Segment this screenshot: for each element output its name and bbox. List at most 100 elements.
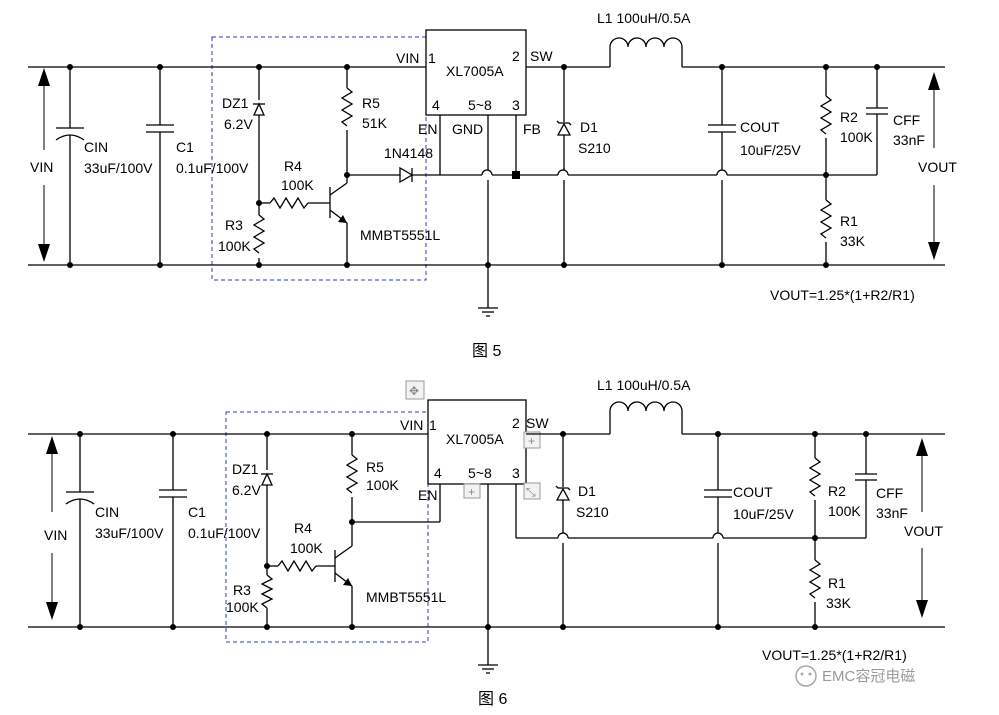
r1-name: R1 xyxy=(840,213,858,229)
cout-value: 10uF/25V xyxy=(733,506,794,522)
ic-vin-label: VIN xyxy=(396,50,419,66)
vout-arrow-down-icon xyxy=(928,242,940,260)
inductor-l1 xyxy=(609,401,683,412)
r2-name: R2 xyxy=(828,483,846,499)
ic-name: XL7005A xyxy=(446,63,504,79)
ic-pin4: 4 xyxy=(432,97,440,113)
resistor-r1 xyxy=(808,559,822,599)
cin-name: CIN xyxy=(84,139,108,155)
r4-value: 100K xyxy=(290,540,323,556)
d1-name: D1 xyxy=(580,119,598,135)
vin-arrow-up-icon xyxy=(38,68,50,86)
cin-value: 33uF/100V xyxy=(84,160,153,176)
r1-value: 33K xyxy=(840,233,866,249)
vin-label: VIN xyxy=(30,159,53,175)
r1-value: 33K xyxy=(826,595,852,611)
r3-name: R3 xyxy=(225,217,243,233)
cff-name: CFF xyxy=(876,485,903,501)
resistor-r3 xyxy=(252,214,266,254)
c1-name: C1 xyxy=(188,504,206,520)
resize-handle-icon[interactable] xyxy=(523,482,541,500)
ic-vin-label: VIN xyxy=(400,417,423,433)
r3-value: 100K xyxy=(226,599,259,615)
resistor-r5 xyxy=(340,87,354,127)
cin-value: 33uF/100V xyxy=(95,525,164,541)
vout-arrow-down-icon xyxy=(916,600,928,618)
figure-6: XL7005A VIN 1 2 SW 4 5~8 3 EN ✥ + + ⤡ L1… xyxy=(28,377,945,708)
inductor-l1-label: L1 100uH/0.5A xyxy=(597,10,691,26)
d1-value: S210 xyxy=(578,140,611,156)
svg-text:+: + xyxy=(528,434,535,448)
r5-name: R5 xyxy=(362,95,380,111)
svg-text:✥: ✥ xyxy=(409,384,419,398)
add-handle-icon[interactable] xyxy=(523,431,541,449)
ic-name: XL7005A xyxy=(446,431,504,447)
c1-name: C1 xyxy=(176,139,194,155)
r3-name: R3 xyxy=(233,582,251,598)
figure-6-caption: 图 6 xyxy=(478,691,507,708)
vout-arrow-up-icon xyxy=(928,72,940,90)
ic-pin3: 3 xyxy=(512,465,520,481)
dz1-name: DZ1 xyxy=(232,461,259,477)
r4-name: R4 xyxy=(294,520,312,536)
r2-value: 100K xyxy=(828,503,861,519)
c1-value: 0.1uF/100V xyxy=(188,525,261,541)
vout-label: VOUT xyxy=(918,159,957,175)
ic-pin3: 3 xyxy=(512,97,520,113)
ic-xl7005a xyxy=(425,29,527,116)
ic-pin58: 5~8 xyxy=(468,465,492,481)
r1-name: R1 xyxy=(828,575,846,591)
dz1-value: 6.2V xyxy=(232,482,261,498)
vout-formula: VOUT=1.25*(1+R2/R1) xyxy=(770,287,915,303)
r5-value: 100K xyxy=(366,477,399,493)
r5-value: 51K xyxy=(362,115,388,131)
ic-sw-label: SW xyxy=(526,415,549,431)
d1-name: D1 xyxy=(578,483,596,499)
ic-sw-label: SW xyxy=(530,48,553,64)
dz1-name: DZ1 xyxy=(222,95,249,111)
c1-value: 0.1uF/100V xyxy=(176,160,249,176)
vout-label: VOUT xyxy=(904,523,943,539)
r2-value: 100K xyxy=(840,129,873,145)
r2-name: R2 xyxy=(840,109,858,125)
transistor-label: MMBT5551L xyxy=(366,589,446,605)
resistor-r5 xyxy=(345,454,359,494)
figure-5: XL7005A VIN 1 2 SW 4 5~8 3 EN GND FB L1 … xyxy=(28,10,957,360)
svg-text:⤡: ⤡ xyxy=(526,485,536,499)
ic-pin2: 2 xyxy=(512,48,520,64)
transistor-label: MMBT5551L xyxy=(360,227,440,243)
resistor-r2 xyxy=(819,95,833,135)
ic-pin1: 1 xyxy=(429,417,437,433)
r5-name: R5 xyxy=(366,459,384,475)
inductor-l1 xyxy=(609,37,683,48)
ic-pin4: 4 xyxy=(434,465,442,481)
ic-pin58: 5~8 xyxy=(468,97,492,113)
move-handle-icon[interactable] xyxy=(405,380,425,400)
vout-formula: VOUT=1.25*(1+R2/R1) xyxy=(762,647,907,663)
vin-arrow-down-icon xyxy=(46,602,58,620)
diode-1n4148-label: 1N4148 xyxy=(384,145,433,161)
r4-value: 100K xyxy=(281,177,314,193)
r4-name: R4 xyxy=(284,158,302,174)
dz1-value: 6.2V xyxy=(224,116,253,132)
resistor-r1 xyxy=(819,199,833,239)
vout-arrow-up-icon xyxy=(916,438,928,456)
control-circuit-box xyxy=(211,36,427,281)
ic-en-label: EN xyxy=(418,487,437,503)
wechat-logo-icon xyxy=(795,665,817,687)
cout-name: COUT xyxy=(740,119,780,135)
resistor-r4 xyxy=(277,559,317,573)
cff-name: CFF xyxy=(893,112,920,128)
control-circuit-box xyxy=(225,411,429,643)
add-handle-icon[interactable] xyxy=(463,483,481,499)
vin-label: VIN xyxy=(44,527,67,543)
svg-text:+: + xyxy=(468,485,475,499)
cff-value: 33nF xyxy=(893,132,925,148)
resistor-r3 xyxy=(260,574,274,609)
cin-name: CIN xyxy=(95,504,119,520)
d1-value: S210 xyxy=(576,504,609,520)
resistor-r2 xyxy=(808,457,822,497)
cout-name: COUT xyxy=(733,484,773,500)
vin-arrow-down-icon xyxy=(38,244,50,262)
vin-arrow-up-icon xyxy=(46,436,58,454)
